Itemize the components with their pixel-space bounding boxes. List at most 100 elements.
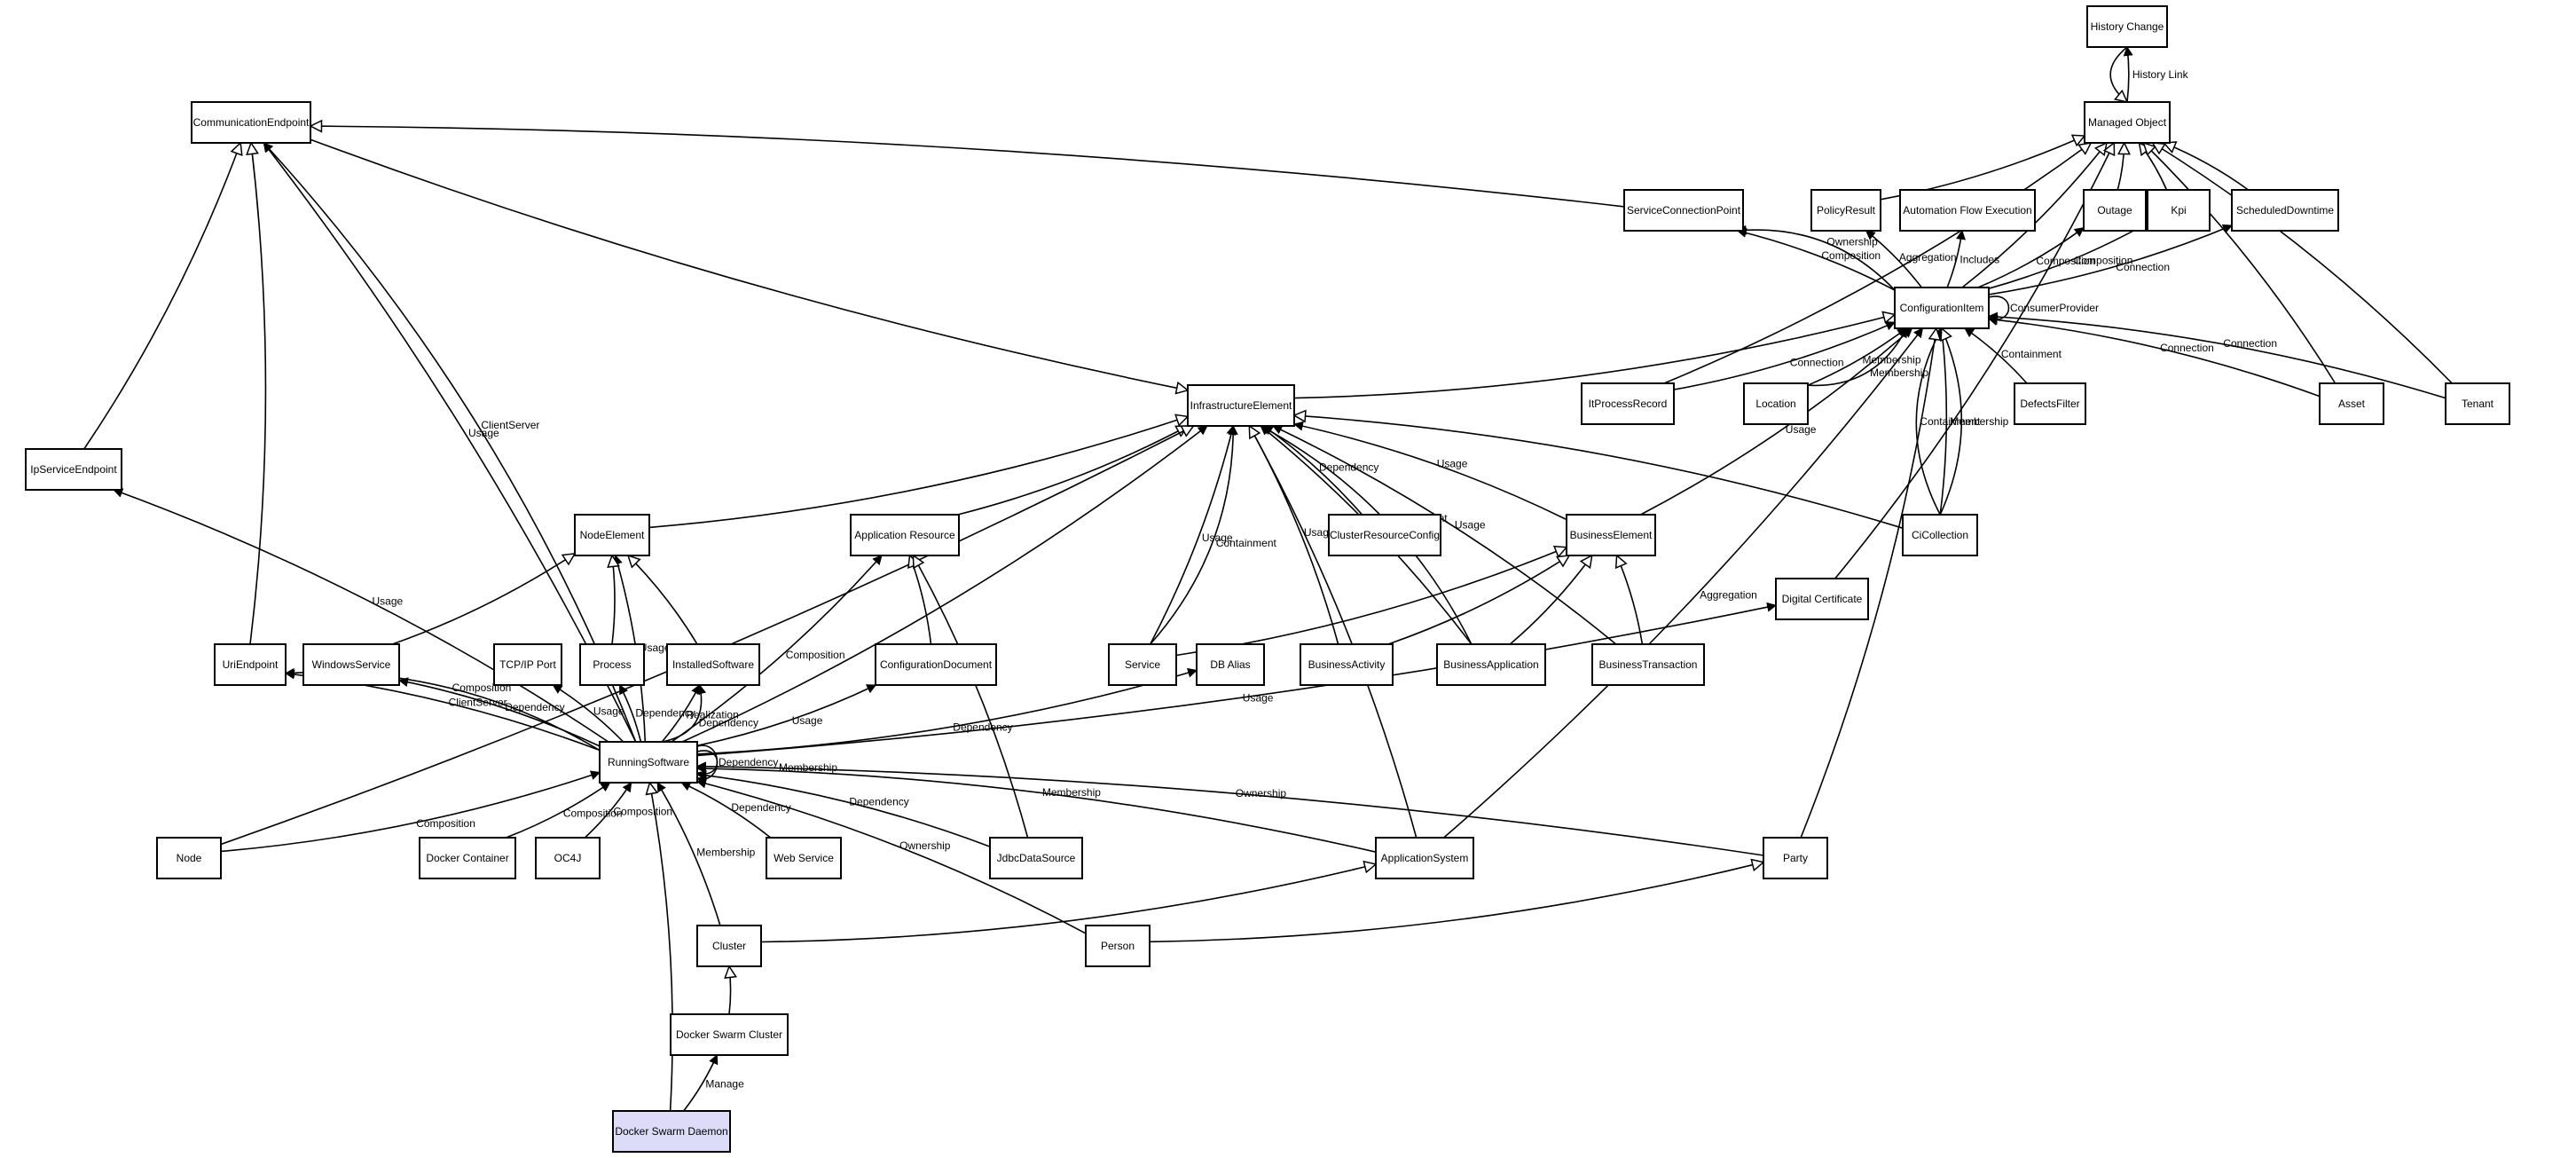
edge-label: Containment [1920, 415, 1981, 428]
node-business-activity[interactable]: BusinessActivity [1300, 643, 1394, 686]
node-process[interactable]: Process [579, 643, 645, 686]
node-docker-swarm-cluster[interactable]: Docker Swarm Cluster [670, 1013, 789, 1056]
node-itprocess-record[interactable]: ItProcessRecord [1581, 382, 1675, 425]
edge-label: Dependency [849, 796, 908, 808]
node-windows-service[interactable]: WindowsService [302, 643, 400, 686]
node-box [2445, 382, 2510, 425]
edge-line [1175, 547, 1567, 657]
node-box [2086, 5, 2168, 48]
edge-label: Membership [1042, 786, 1101, 799]
node-application-system[interactable]: ApplicationSystem [1375, 837, 1474, 879]
node-person[interactable]: Person [1085, 925, 1151, 967]
node-box [1196, 643, 1265, 686]
edge-line [2153, 143, 2453, 384]
node-ip-service-endpoint[interactable]: IpServiceEndpoint [25, 448, 122, 491]
edge-line [250, 143, 267, 645]
edge-label: Dependency [719, 756, 778, 768]
node-automation-flow-execution[interactable]: Automation Flow Execution [1899, 189, 2036, 232]
node-installed-software[interactable]: InstalledSoftware [666, 643, 760, 686]
node-running-software[interactable]: RunningSoftware [599, 741, 698, 784]
edge-business-application-to-business-element [1509, 555, 1591, 645]
node-box [25, 448, 122, 491]
edge-line [83, 143, 240, 450]
node-docker-swarm-daemon[interactable]: Docker Swarm Daemon [612, 1110, 731, 1153]
edge-line [1249, 426, 1418, 839]
node-label: InstalledSoftware [672, 658, 754, 671]
node-ci-collection[interactable]: CiCollection [1902, 514, 1978, 556]
edge-person-to-party [1149, 863, 1763, 943]
node-box [696, 925, 762, 967]
node-cluster-resource-config[interactable]: ClusterResourceConfig [1328, 514, 1441, 556]
edge-layer: History LinkCompositionOwnershipAggregat… [83, 45, 2453, 1112]
edge-line [1800, 328, 1936, 839]
node-web-service[interactable]: Web Service [766, 837, 842, 879]
node-label: BusinessElement [1570, 529, 1653, 541]
node-outage[interactable]: Outage [2083, 189, 2147, 232]
edge-line [1988, 224, 2234, 295]
node-communication-endpoint[interactable]: CommunicationEndpoint [191, 101, 311, 144]
edge-configuration-item-to-kpi: Composition [1988, 222, 2148, 289]
edge-running-software-to-installed-software: Dependency [662, 683, 758, 743]
node-business-transaction[interactable]: BusinessTransaction [1591, 643, 1705, 686]
node-label: Docker Swarm Cluster [676, 1028, 782, 1041]
node-oc4j[interactable]: OC4J [535, 837, 601, 879]
node-tcpip-port[interactable]: TCP/IP Port [493, 643, 562, 686]
edge-line [220, 770, 601, 853]
edge-line [2123, 45, 2133, 103]
node-infrastructure-element[interactable]: InfrastructureElement [1187, 384, 1295, 427]
node-asset[interactable]: Asset [2319, 382, 2384, 425]
node-label: OC4J [554, 852, 582, 864]
node-service-connection-point[interactable]: ServiceConnectionPoint [1623, 189, 1744, 232]
node-kpi[interactable]: Kpi [2147, 189, 2211, 232]
node-label: Cluster [712, 940, 746, 952]
edge-line [913, 555, 1029, 839]
node-box [579, 643, 645, 686]
node-tenant[interactable]: Tenant [2445, 382, 2510, 425]
edge-running-software-to-windows-service: Dependency [397, 677, 601, 747]
node-policy-result[interactable]: PolicyResult [1810, 189, 1881, 232]
node-docker-container[interactable]: Docker Container [419, 837, 516, 879]
node-location[interactable]: Location [1743, 382, 1809, 425]
edge-line [1293, 314, 1895, 399]
edge-application-system-to-configuration-item: Aggregation [1443, 327, 1924, 839]
edge-running-software-to-application-resource: Composition [671, 555, 883, 743]
node-configuration-item[interactable]: ConfigurationItem [1894, 287, 1990, 329]
node-application-resource[interactable]: Application Resource [850, 514, 960, 556]
node-box [1375, 837, 1474, 879]
node-configuration-document[interactable]: ConfigurationDocument [875, 643, 997, 686]
node-node[interactable]: Node [156, 837, 222, 879]
node-service[interactable]: Service [1108, 643, 1177, 686]
node-scheduled-downtime[interactable]: ScheduledDowntime [2231, 189, 2339, 232]
edge-ci-collection-to-configuration-item: Membership [1937, 327, 2009, 516]
edge-line [1988, 222, 2148, 289]
edge-line [1964, 327, 2028, 384]
edge-itprocess-record-to-managed-object [1663, 143, 2091, 384]
node-business-element[interactable]: BusinessElement [1566, 514, 1656, 556]
edge-line [1939, 328, 1963, 516]
node-db-alias[interactable]: DB Alias [1196, 643, 1265, 686]
node-label: Docker Swarm Daemon [615, 1125, 727, 1138]
edge-label: Dependency [731, 801, 790, 814]
edge-label: Usage [792, 714, 823, 727]
node-managed-object[interactable]: Managed Object [2084, 101, 2171, 144]
node-label: Person [1101, 940, 1135, 952]
edge-line [1937, 327, 1948, 516]
edge-line [656, 782, 721, 926]
node-digital-certificate[interactable]: Digital Certificate [1775, 578, 1869, 620]
node-history-change[interactable]: History Change [2086, 5, 2168, 48]
node-node-element[interactable]: NodeElement [574, 514, 650, 556]
node-party[interactable]: Party [1763, 837, 1828, 879]
node-box [766, 837, 842, 879]
edge-label: History Link [2132, 68, 2189, 81]
node-label: UriEndpoint [223, 658, 279, 671]
node-business-application[interactable]: BusinessApplication [1436, 643, 1546, 686]
node-jdbc-data-source[interactable]: JdbcDataSource [989, 837, 1083, 879]
edge-line [1149, 424, 1237, 645]
node-uri-endpoint[interactable]: UriEndpoint [214, 643, 287, 686]
node-defects-filter[interactable]: DefectsFilter [2014, 382, 2086, 425]
edge-line [1946, 229, 1966, 288]
node-box [1187, 384, 1295, 427]
node-box [2014, 382, 2086, 425]
node-cluster[interactable]: Cluster [696, 925, 762, 967]
